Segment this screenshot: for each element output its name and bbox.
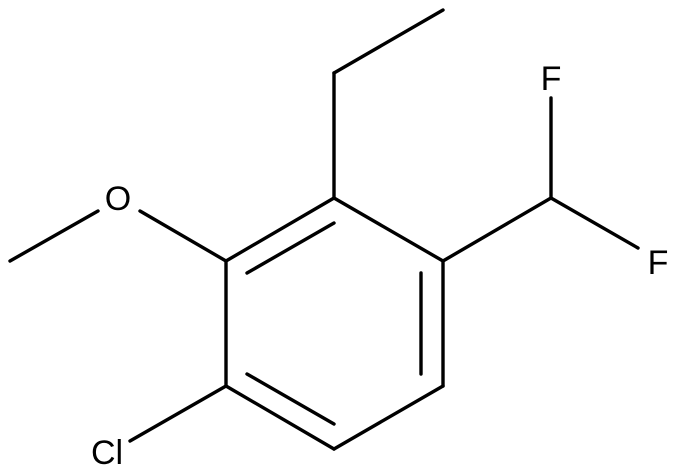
methoxy-bond-ring-o xyxy=(138,209,228,263)
ethyl-bond-2 xyxy=(332,8,445,75)
ring-bond-c1-c2 xyxy=(332,196,445,263)
fluorine-top-label: F xyxy=(541,60,562,98)
fluorine-right-label: F xyxy=(648,244,669,282)
oxygen-label: O xyxy=(105,180,131,218)
difluoromethyl-group: F F xyxy=(441,60,669,282)
ring-bond-c4-c5 xyxy=(224,384,336,451)
ring-bond-c3-c4 xyxy=(332,384,445,451)
cf-bond-right xyxy=(549,196,640,250)
methoxy-bond-o-ch3 xyxy=(8,209,100,263)
benzene-ring xyxy=(224,196,445,451)
ring-bond-c6-c1-inner xyxy=(245,221,336,275)
ring-bond-c6-c1 xyxy=(224,196,336,263)
chlorine-label: Cl xyxy=(91,434,123,472)
methoxy-group: O xyxy=(8,180,228,263)
chloro-bond xyxy=(128,384,228,443)
ring-bond-c4-c5-inner xyxy=(245,372,336,426)
ethyl-group xyxy=(332,8,445,200)
cf2h-bond-ring xyxy=(441,196,553,263)
chloro-group: Cl xyxy=(91,384,228,472)
